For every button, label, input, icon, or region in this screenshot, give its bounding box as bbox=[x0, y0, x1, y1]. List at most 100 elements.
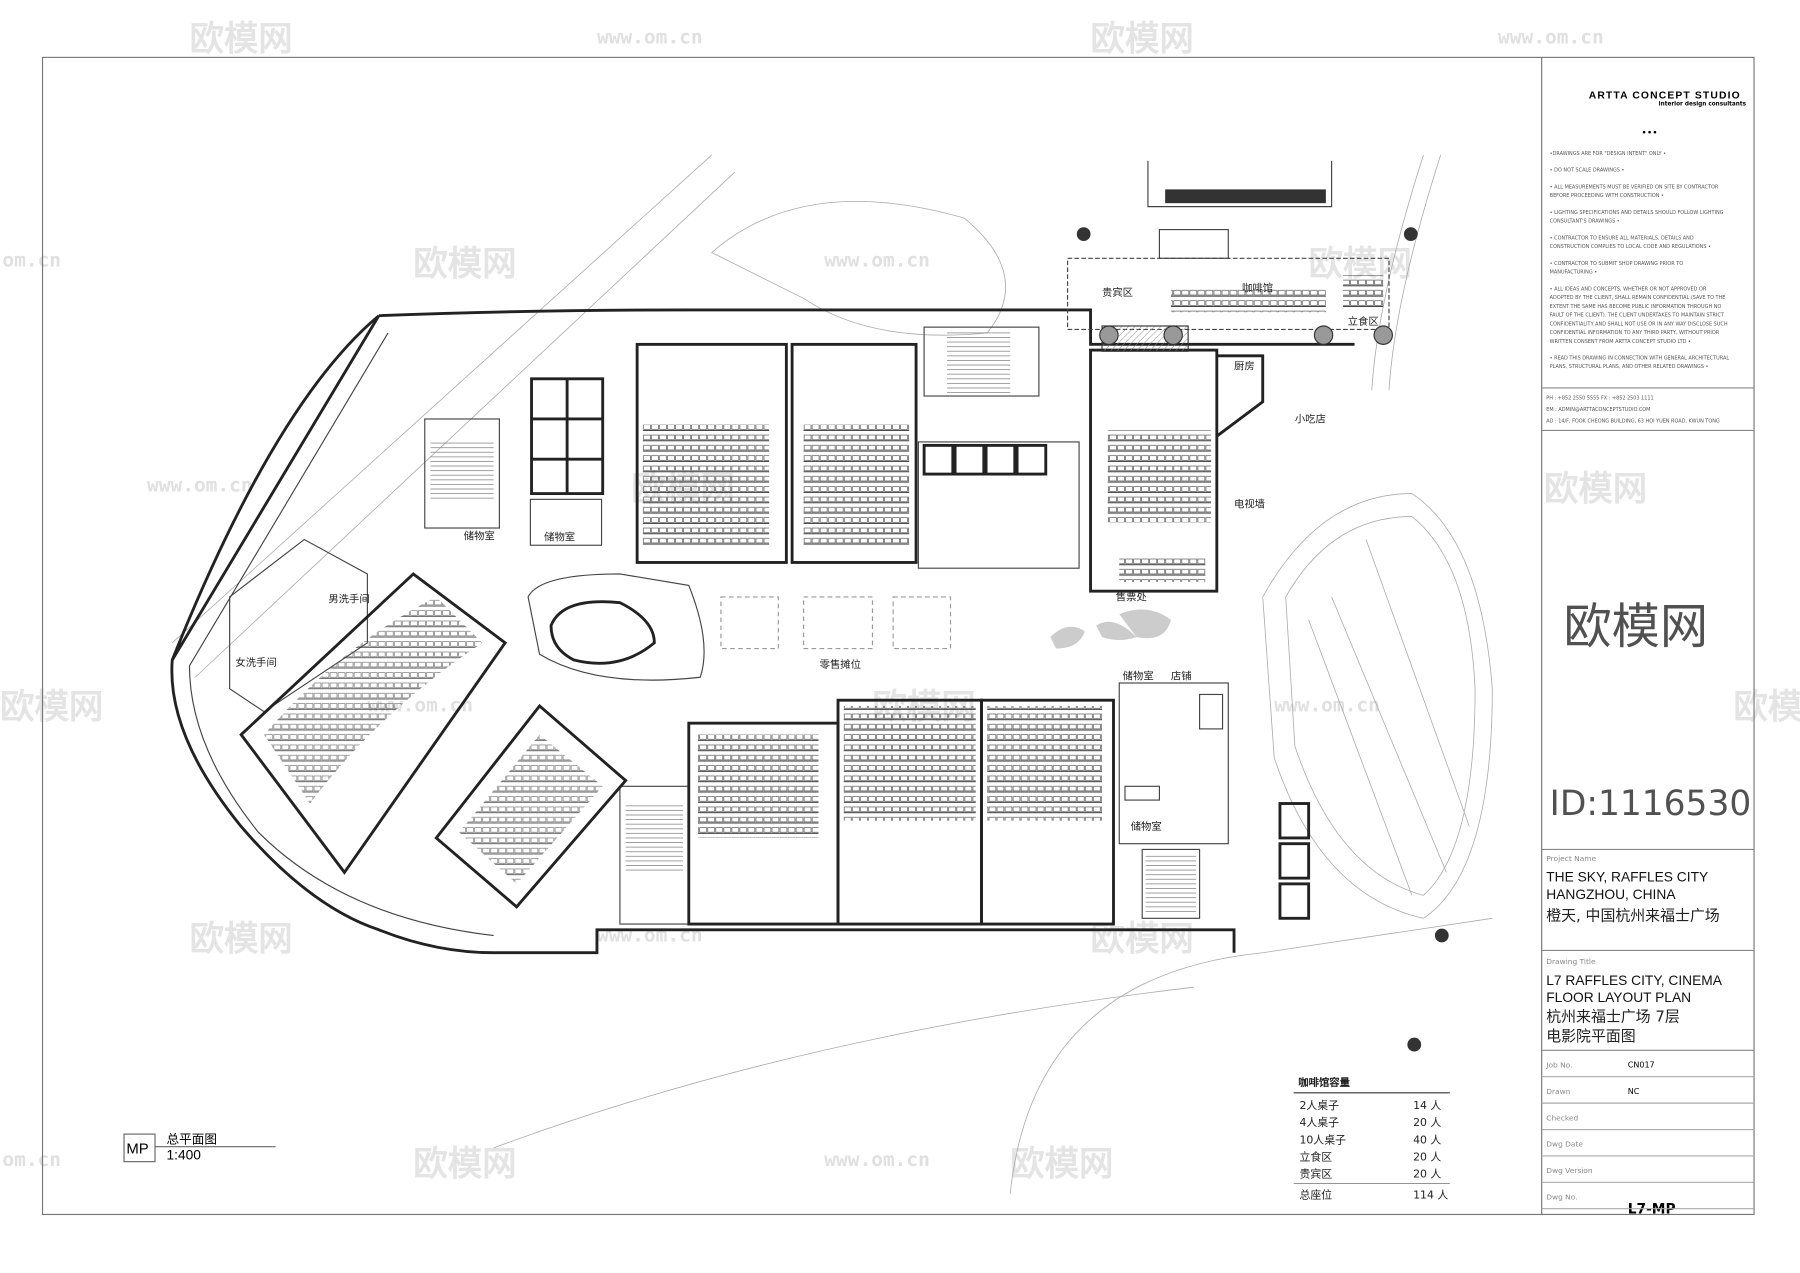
cinema-halls-bottom bbox=[687, 698, 1115, 926]
watermark-url: www.om.cn bbox=[1498, 26, 1604, 49]
watermark-brand: 欧模网 bbox=[413, 244, 516, 284]
label-tv-wall: 电视墙 bbox=[1234, 497, 1265, 510]
studio-name: ARTTA CONCEPT STUDIO bbox=[1589, 91, 1741, 102]
cafe-area bbox=[1067, 160, 1449, 1052]
project-caption: Project Name bbox=[1546, 854, 1596, 863]
contact-email: EM : ADMIN@ARTTACONCEPTSTUDIO.COM bbox=[1546, 407, 1650, 413]
watermark-brand: 欧模网 bbox=[189, 20, 292, 60]
capacity-value: 20 人 bbox=[1413, 1116, 1441, 1129]
capacity-value: 40 人 bbox=[1413, 1133, 1441, 1146]
drawing-title-line2: FLOOR LAYOUT PLAN bbox=[1546, 990, 1691, 1005]
studio-subtitle: interior design consultants bbox=[1659, 102, 1747, 108]
meta-value: L7-MP bbox=[1628, 1201, 1676, 1217]
scale-tag-scale: 1:400 bbox=[167, 1147, 202, 1162]
building-outline bbox=[170, 308, 1355, 955]
label-womens-wc: 女洗手间 bbox=[235, 656, 276, 669]
label-storage: 储物室 bbox=[1131, 820, 1162, 833]
watermark-url: om.cn bbox=[2, 248, 61, 271]
drawing-title-cn1: 杭州来福士广场 7层 bbox=[1546, 1008, 1680, 1026]
general-note: • ALL IDEAS AND CONCEPTS, WHETHER OR NOT… bbox=[1550, 286, 1707, 292]
watermark-brand: 欧模网 bbox=[413, 1144, 516, 1184]
contact-address: AD : 14/F, FOOK CHEONG BUILDING, 63 HOI … bbox=[1546, 418, 1720, 424]
meta-label: Drawn bbox=[1546, 1087, 1570, 1096]
capacity-item: 10人桌子 bbox=[1299, 1133, 1346, 1146]
meta-label: Job No. bbox=[1545, 1061, 1572, 1070]
cafe-capacity-table: 咖啡馆容量 2人桌子 14 人 4人桌子 20 人 10人桌子 40 人 立食区… bbox=[1293, 1076, 1450, 1201]
left-wing bbox=[229, 538, 628, 909]
label-storage: 储物室 bbox=[464, 530, 495, 543]
general-note: MANUFACTURING • bbox=[1550, 270, 1598, 276]
watermark-layer: 欧模网 www.om.cn 欧模网 www.om.cn om.cn 欧模网 ww… bbox=[0, 20, 1800, 1185]
label-mens-wc: 男洗手间 bbox=[328, 593, 369, 606]
watermark-url: www.om.cn bbox=[147, 473, 253, 496]
site-context bbox=[171, 154, 1493, 1194]
meta-label: Dwg Date bbox=[1546, 1140, 1583, 1149]
lobby bbox=[527, 573, 1229, 845]
label-kitchen: 厨房 bbox=[1234, 360, 1255, 373]
capacity-item: 2人桌子 bbox=[1299, 1099, 1339, 1112]
meta-label: Checked bbox=[1546, 1113, 1578, 1122]
watermark-brand: 欧模网 bbox=[1010, 1144, 1113, 1184]
watermark-brand: 欧模网 bbox=[1091, 919, 1194, 959]
meta-label: Dwg No. bbox=[1546, 1193, 1577, 1202]
watermark-brand: 欧模网 bbox=[1544, 469, 1647, 509]
watermark-id: ID:1116530 bbox=[1550, 784, 1752, 824]
general-note: CONFIDENTIAL INFORMATION TO ANY THIRD PA… bbox=[1550, 330, 1720, 336]
general-note: • CONTRACTOR TO SUBMIT SHOP DRAWING PRIO… bbox=[1550, 261, 1684, 267]
room-labels: 咖啡馆 贵宾区 立食区 厨房 小吃店 电视墙 售票处 零售摊位 店铺 男洗手间 … bbox=[235, 282, 1378, 833]
general-note: •DRAWINGS ARE FOR "DESIGN INTENT" ONLY • bbox=[1550, 151, 1666, 157]
label-vip: 贵宾区 bbox=[1102, 286, 1133, 299]
capacity-item: 立食区 bbox=[1299, 1150, 1332, 1164]
meta-value: NC bbox=[1628, 1087, 1640, 1096]
capacity-total-label: 总座位 bbox=[1299, 1187, 1332, 1201]
watermark-brand: 欧模网 bbox=[1091, 20, 1194, 60]
capacity-total-value: 114 人 bbox=[1413, 1188, 1448, 1201]
scale-tag-title: 总平面图 bbox=[167, 1131, 217, 1146]
general-note: ADOPTED BY THE CLIENT, SHALL REMAIN CONF… bbox=[1550, 295, 1726, 301]
capacity-value: 20 人 bbox=[1413, 1151, 1441, 1164]
drawing-caption: Drawing Title bbox=[1546, 957, 1596, 966]
capacity-value: 14 人 bbox=[1413, 1099, 1441, 1112]
watermark-url: om.cn bbox=[2, 1148, 61, 1171]
general-note: • CONTRACTOR TO ENSURE ALL MATERIALS, DE… bbox=[1550, 235, 1694, 241]
title-block: ARTTA CONCEPT STUDIO interior design con… bbox=[1541, 91, 1755, 1217]
stairs-and-cores bbox=[424, 326, 1311, 925]
project-name-cn: 橙天, 中国杭州来福士广场 bbox=[1546, 907, 1719, 925]
scale-tag: MP 总平面图 1:400 bbox=[123, 1131, 276, 1162]
watermark-url: www.om.cn bbox=[597, 26, 703, 49]
label-storage: 储物室 bbox=[1123, 670, 1154, 683]
project-name-line1: THE SKY, RAFFLES CITY bbox=[1546, 870, 1708, 885]
general-note: CONFIDENTIALITY AND SHALL NOT USE OR IN … bbox=[1550, 321, 1728, 327]
capacity-value: 20 人 bbox=[1413, 1168, 1441, 1181]
capacity-item: 贵宾区 bbox=[1299, 1167, 1332, 1181]
general-notes: •DRAWINGS ARE FOR "DESIGN INTENT" ONLY •… bbox=[1550, 151, 1730, 370]
general-note: WRITTEN CONSENT FROM ARTTA CONCEPT STUDI… bbox=[1550, 339, 1691, 345]
watermark-brand: 欧模网 bbox=[189, 919, 292, 959]
label-retail: 零售摊位 bbox=[820, 658, 861, 671]
cinema-halls-top bbox=[635, 342, 1219, 593]
label-snack: 小吃店 bbox=[1295, 412, 1326, 425]
scale-tag-code: MP bbox=[126, 1141, 148, 1158]
label-standing: 立食区 bbox=[1348, 315, 1379, 328]
watermark-big-brand: 欧模网 bbox=[1563, 599, 1708, 655]
capacity-item: 4人桌子 bbox=[1299, 1116, 1339, 1129]
label-storage: 储物室 bbox=[544, 531, 575, 544]
general-note: • LIGHTING SPECIFICATIONS AND DETAILS SH… bbox=[1550, 210, 1724, 216]
general-note: • READ THIS DRAWING IN CONNECTION WITH G… bbox=[1550, 356, 1730, 362]
general-note: BEFORE PROCEEDING WITH CONSTRUCTION • bbox=[1550, 193, 1664, 199]
watermark-brand: 欧模网 bbox=[0, 688, 103, 728]
drawing-title-cn2: 电影院平面图 bbox=[1546, 1027, 1635, 1045]
general-note: CONSULTANT'S DRAWINGS • bbox=[1550, 219, 1620, 225]
general-note: • DO NOT SCALE DRAWINGS • bbox=[1550, 168, 1625, 174]
watermark-url: www.om.cn bbox=[824, 1148, 930, 1171]
contact-phone: PH : +852 2550 5555 FX : +852 2503 1111 bbox=[1546, 395, 1653, 401]
watermark-url: www.om.cn bbox=[824, 248, 930, 271]
general-note: EXTENT THE SAME HAS BECOME PUBLIC INFORM… bbox=[1550, 304, 1722, 310]
capacity-title: 咖啡馆容量 bbox=[1298, 1076, 1350, 1089]
meta-label: Dwg Version bbox=[1546, 1166, 1593, 1175]
studio-dots: ••• bbox=[1641, 127, 1657, 138]
label-shop: 店铺 bbox=[1171, 670, 1192, 683]
general-note: CONSTRUCTION COMPLIES TO LOCAL CODE AND … bbox=[1550, 244, 1711, 250]
sheet-border bbox=[41, 56, 1755, 1216]
